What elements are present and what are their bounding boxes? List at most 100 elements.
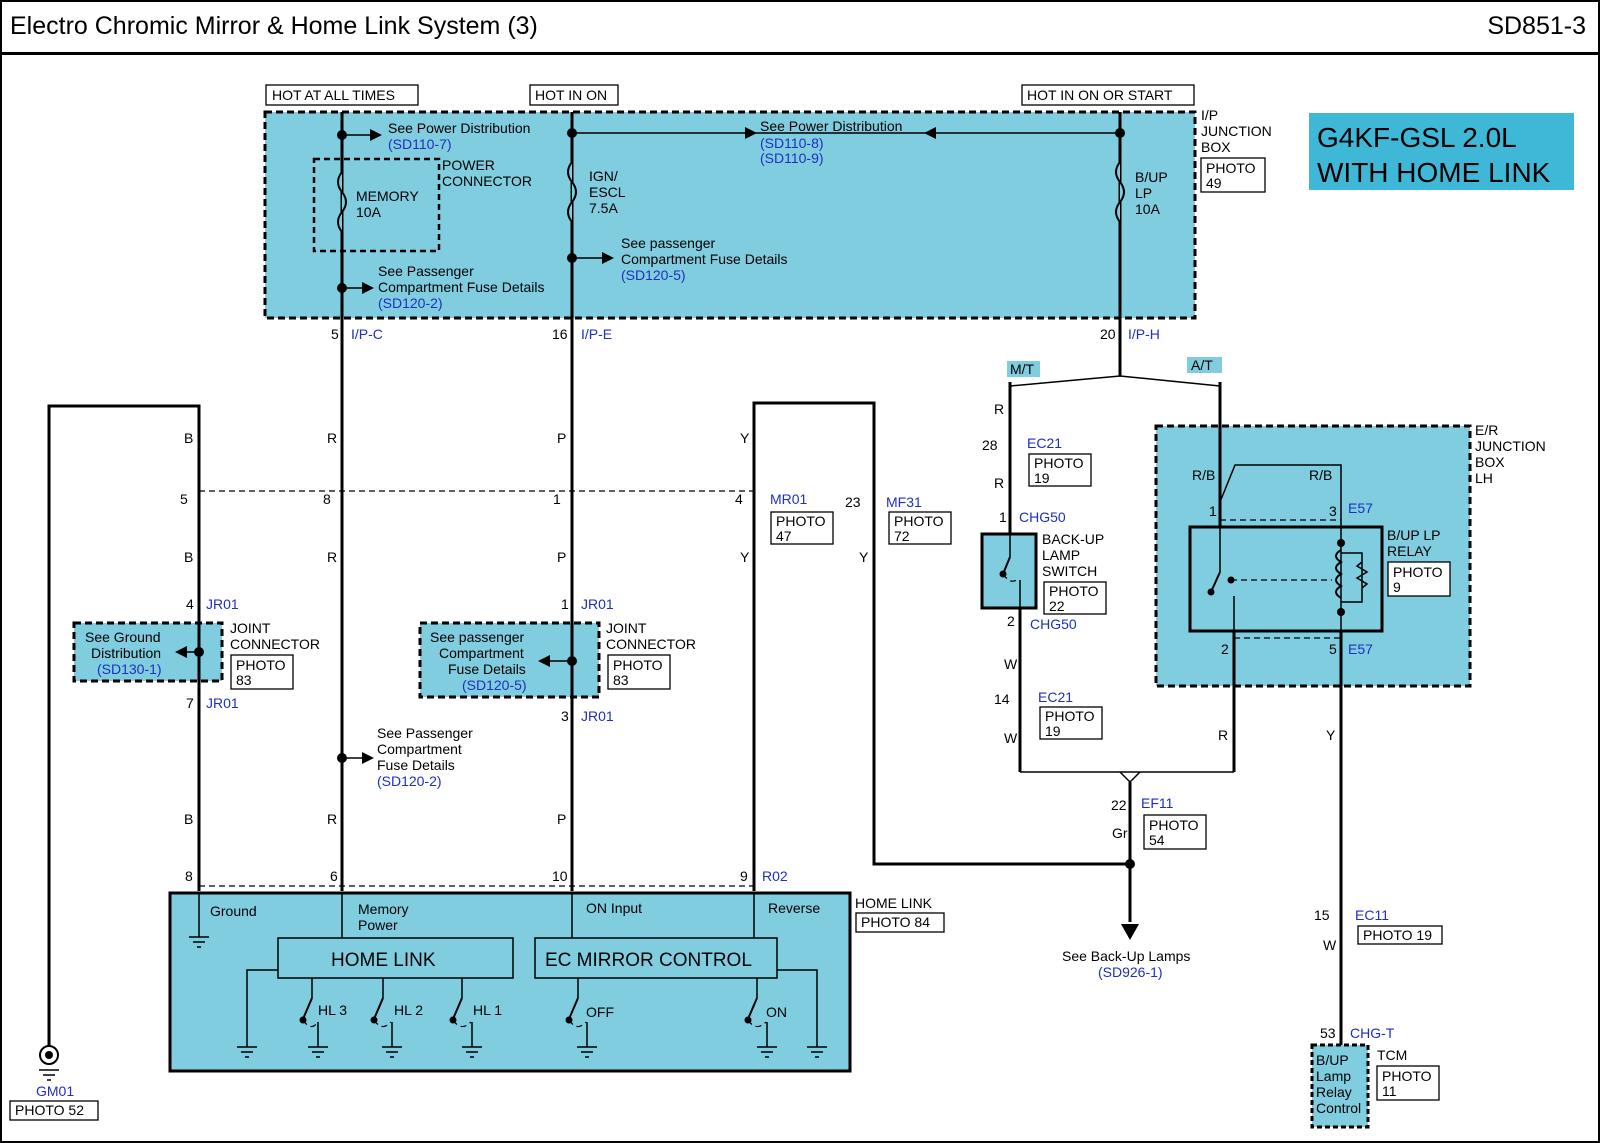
power-connector-label-2: CONNECTOR xyxy=(442,173,532,189)
jr01-left-bot-conn: JR01 xyxy=(206,695,239,711)
switch-hl3-label: HL 3 xyxy=(318,1002,347,1018)
ec21-bot-pin: 14 xyxy=(994,691,1010,707)
ipjb-photo-box xyxy=(1200,157,1266,193)
row-pin-y: 4 xyxy=(735,491,743,507)
see-pass-fuse-1-ref: (SD120-2) xyxy=(378,295,443,311)
ef11-conn: EF11 xyxy=(1141,795,1174,811)
switch-hl2-label: HL 2 xyxy=(394,1002,423,1018)
see-backup-lamps-ref: (SD926-1) xyxy=(1098,964,1163,980)
wire-color-rb-2: R/B xyxy=(1309,467,1332,483)
wire-color-relay-y: Y xyxy=(1326,727,1336,743)
see-pass-fuse-3-line2: Compartment xyxy=(439,645,524,661)
arrow-head-pf1 xyxy=(362,282,374,294)
wire-color-mt-r-2: R xyxy=(994,475,1004,491)
see-ground-ref: (SD130-1) xyxy=(97,661,162,677)
backup-switch-name-2: LAMP xyxy=(1042,547,1080,563)
gm01-photo: PHOTO 52 xyxy=(15,1102,84,1118)
backup-switch-photo-2: 22 xyxy=(1049,598,1065,614)
wire-color-r-3: R xyxy=(327,811,337,827)
wire-color-b-3: B xyxy=(184,811,193,827)
e57-pin-3: 3 xyxy=(1329,503,1337,519)
jr01-left-bot-pin: 7 xyxy=(186,695,194,711)
ec21-bot-photo-1: PHOTO xyxy=(1045,708,1095,724)
page-title: Electro Chromic Mirror & Home Link Syste… xyxy=(10,12,538,40)
erjb-line3: BOX xyxy=(1475,454,1505,470)
engine-label-box xyxy=(1309,113,1574,190)
see-pass-fuse-2-line2: Compartment Fuse Details xyxy=(621,251,788,267)
ground-distribution-box xyxy=(72,621,224,683)
fuse-memory-label-1: MEMORY xyxy=(356,188,419,204)
see-pass-fuse-3-line1: See passenger xyxy=(430,629,525,645)
ec21-bot-photo-2: 19 xyxy=(1045,723,1061,739)
mr01-photo-2: 47 xyxy=(776,528,792,544)
arrow-backup-lamps xyxy=(1121,924,1139,940)
backup-switch-contact xyxy=(999,534,1021,608)
wire-y-reverse xyxy=(752,401,1130,891)
arrow-head-pf2 xyxy=(602,252,614,264)
ipjb-photo-2: 49 xyxy=(1206,175,1222,191)
wire-color-gr: Gr xyxy=(1112,825,1128,841)
jr01-mid-photo-2: 83 xyxy=(613,672,629,688)
e57-top-conn: E57 xyxy=(1348,500,1373,516)
switch-hl2 xyxy=(370,978,393,1047)
jr01-mid-top-conn: JR01 xyxy=(581,596,614,612)
wire-color-mt-w-2: W xyxy=(1004,730,1018,746)
bup-relay-photo-1: PHOTO xyxy=(1393,564,1443,580)
ip-h-conn: I/P-H xyxy=(1128,326,1160,342)
mf31-photo-1: PHOTO xyxy=(894,513,944,529)
backup-switch-photo-box xyxy=(1043,581,1107,615)
ipjb-photo-1: PHOTO xyxy=(1206,160,1256,176)
mr01-photo-box xyxy=(770,511,834,545)
ec11-photo: PHOTO 19 xyxy=(1363,927,1432,943)
see-pass-fuse-1-line1: See Passenger xyxy=(378,263,474,279)
wire-color-mt-r-1: R xyxy=(994,401,1004,417)
switch-off-label: OFF xyxy=(586,1004,614,1020)
see-power-dist-2-ref2: (SD110-9) xyxy=(760,150,824,166)
home-link-photo: PHOTO 84 xyxy=(861,914,930,930)
bup-relay-photo-2: 9 xyxy=(1393,579,1401,595)
ec21-bot-conn: EC21 xyxy=(1038,689,1073,705)
mf31-conn: MF31 xyxy=(886,494,922,510)
ef11-photo-2: 54 xyxy=(1149,832,1165,848)
bup-lp-relay xyxy=(1188,525,1384,633)
at-label: A/T xyxy=(1191,357,1213,373)
see-pass-fuse-4-ref: (SD120-2) xyxy=(377,773,442,789)
chg50-bot-pin: 2 xyxy=(1007,613,1015,629)
hl-pin-6: 6 xyxy=(330,868,338,884)
ground-icon xyxy=(39,1069,59,1081)
e57-pin-5: 5 xyxy=(1329,641,1337,657)
jr01-left-photo-box xyxy=(230,654,294,690)
hl-reverse: Reverse xyxy=(768,900,820,916)
ip-junction-box xyxy=(263,110,1197,320)
wire-color-relay-r: R xyxy=(1218,727,1228,743)
hl-left-ground-wire xyxy=(246,969,278,1047)
tcm-photo-box xyxy=(1376,1065,1440,1101)
hot-at-all-times-label: HOT AT ALL TIMES xyxy=(272,87,395,103)
see-pass-fuse-4-line2: Compartment xyxy=(377,741,462,757)
ipjb-line2: JUNCTION xyxy=(1201,123,1272,139)
ef11-photo-box xyxy=(1143,814,1207,850)
e57-pin-2: 2 xyxy=(1221,641,1229,657)
ec11-conn: EC11 xyxy=(1355,907,1389,923)
ef11-pin: 22 xyxy=(1111,797,1127,813)
jr01-mid-top-pin: 1 xyxy=(561,596,569,612)
wire-color-y-3: Y xyxy=(859,549,869,565)
ec21-top-photo-box xyxy=(1028,453,1092,487)
switch-off xyxy=(565,978,588,1047)
power-connector-label-1: POWER xyxy=(442,157,495,173)
switch-on xyxy=(744,978,768,1047)
ec21-top-photo-1: PHOTO xyxy=(1034,455,1084,471)
arrow-head-pd2b xyxy=(924,127,936,139)
jr01-mid-label-1: JOINT xyxy=(606,620,647,636)
ip-h-pin: 20 xyxy=(1100,326,1116,342)
hot-in-on-or-start-label: HOT IN ON OR START xyxy=(1027,87,1173,103)
ec21-top-photo-2: 19 xyxy=(1034,470,1050,486)
fuse-ign-icon xyxy=(567,161,577,223)
node-ign-top xyxy=(567,128,577,138)
erjb-line1: E/R xyxy=(1475,422,1498,438)
see-pass-fuse-3-line3: Fuse Details xyxy=(448,661,526,677)
switch-on-label: ON xyxy=(766,1004,787,1020)
see-power-dist-2-ref1: (SD110-8) xyxy=(760,135,824,151)
fuse-ign-label-2: ESCL xyxy=(589,184,626,200)
